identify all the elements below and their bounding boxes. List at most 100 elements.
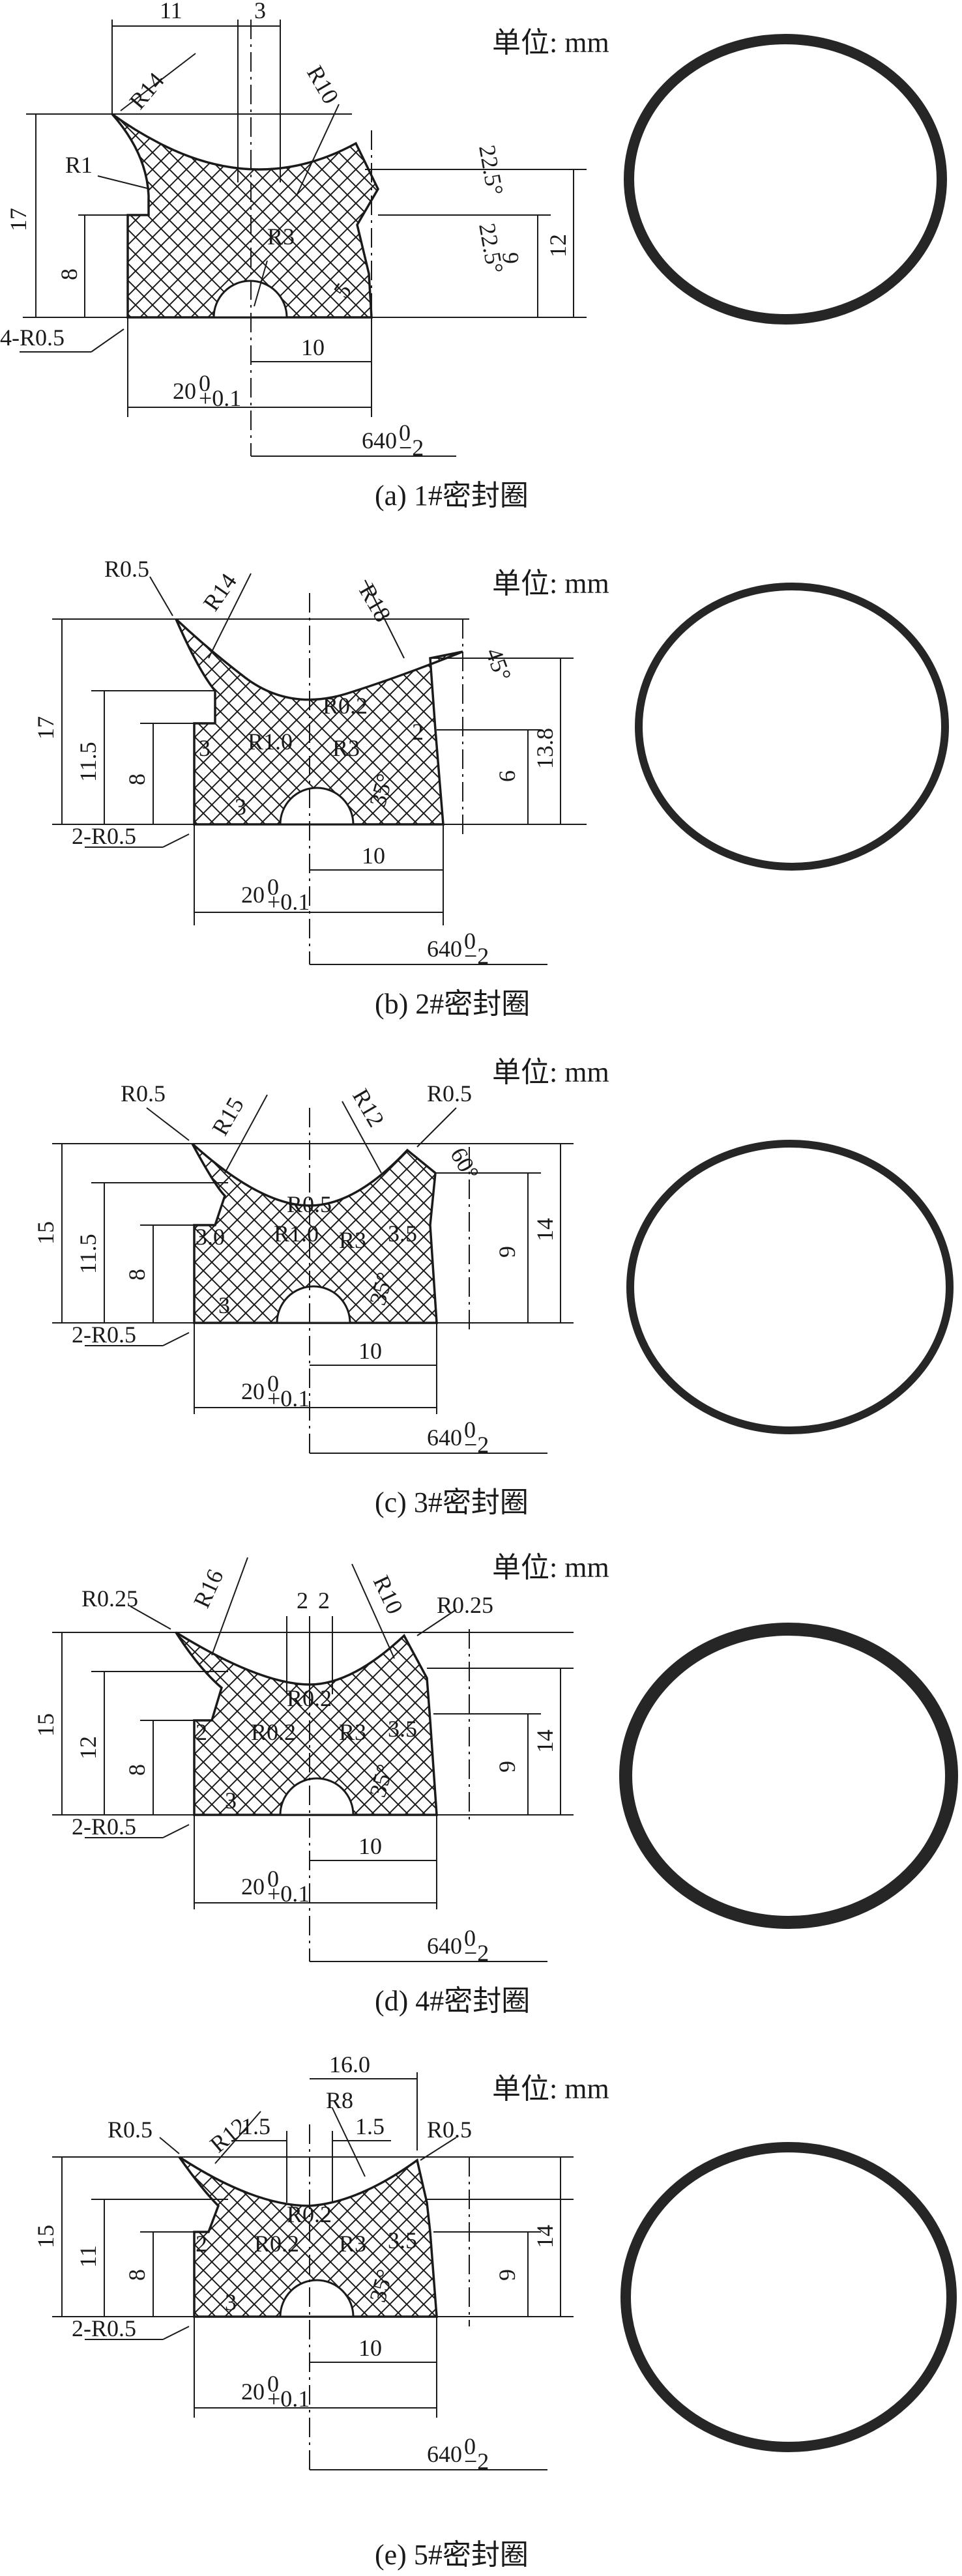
dim-h-8: 8 (124, 1269, 150, 1281)
panel-c: 单位: mm R0.5 R15 R12 R0.5 R0.5 R1.0 R3 3.… (33, 1056, 954, 1518)
dim-r3: R3 (339, 2231, 366, 2257)
dim-r05-left: R0.5 (108, 2117, 153, 2143)
dim-fillet: 4-R0.5 (0, 325, 65, 351)
svg-text:−2: −2 (464, 1432, 489, 1458)
ring-photo (624, 34, 947, 325)
dim-r12: R12 (347, 1084, 390, 1131)
dim-r02-inner: R0.2 (251, 1719, 296, 1745)
unit-label: 单位: mm (492, 1056, 609, 1088)
dim-foot: 3 (225, 2289, 237, 2315)
unit-label: 单位: mm (492, 2073, 609, 2105)
dim-top-2a: 2 (297, 1587, 308, 1614)
dim-foot: 3 (218, 1292, 230, 1318)
ring-photo (635, 583, 949, 871)
dim-h-11-5: 11.5 (75, 1234, 101, 1274)
svg-text:−2: −2 (464, 943, 489, 969)
dim-r10: R1.0 (248, 729, 293, 755)
dim-step-3: 3.0 (196, 1224, 225, 1250)
center-semicircle (279, 787, 355, 826)
dim-dia: 640 (427, 936, 462, 962)
svg-text:+0.1: +0.1 (267, 2386, 310, 2412)
caption: (c) 3#密封圈 (375, 1486, 529, 1518)
dim-r025-right: R0.25 (437, 1592, 493, 1618)
dim-h-15: 15 (33, 1713, 59, 1737)
dim-width: 20 (241, 1378, 265, 1404)
dim-step-3: 3 (199, 735, 211, 761)
dim-top-16: 16.0 (329, 2051, 370, 2077)
svg-text:+0.1: +0.1 (267, 889, 310, 915)
dim-h-11-5: 11.5 (75, 742, 101, 782)
dim-angle: 60° (445, 1143, 484, 1185)
dim-h-8: 8 (124, 774, 150, 785)
dim-fillet: 2-R0.5 (72, 1814, 136, 1840)
dim-r3: R3 (339, 1227, 366, 1253)
svg-text:0: 0 (464, 2433, 476, 2459)
dim-top-1-5a: 1.5 (241, 2113, 270, 2139)
center-semicircle (279, 2279, 355, 2318)
dim-dia: 640 (427, 1425, 462, 1451)
svg-text:+0.1: +0.1 (267, 1385, 310, 1411)
unit-label: 单位: mm (492, 568, 609, 600)
seal-cross-section (178, 2156, 438, 2318)
svg-text:0: 0 (267, 1866, 279, 1892)
dim-h-8: 8 (124, 2269, 150, 2281)
svg-text:0: 0 (267, 1370, 279, 1397)
dim-r3: R3 (332, 735, 360, 761)
caption: (a) 1#密封圈 (375, 480, 529, 512)
seal-cross-section (175, 618, 463, 826)
dim-r05-mid: R0.5 (287, 1191, 332, 1217)
ring-photo (626, 1140, 954, 1434)
dim-half-w: 10 (358, 1338, 382, 1364)
dim-r10: R10 (368, 1571, 409, 1617)
center-semicircle (276, 1285, 351, 1324)
dim-half-w: 10 (301, 334, 325, 360)
dim-r8: R8 (326, 2087, 353, 2113)
svg-text:0: 0 (464, 1417, 476, 1443)
dim-r05-left: R0.5 (121, 1080, 166, 1107)
dim-fillet: 2-R0.5 (72, 823, 136, 849)
dim-h-14: 14 (532, 1729, 558, 1753)
dim-width: 20 (241, 2379, 265, 2405)
svg-text:−2: −2 (399, 435, 424, 461)
svg-text:0: 0 (464, 1925, 476, 1951)
panel-e: 单位: mm 16.0 R0.5 R12 R8 (33, 2051, 957, 2571)
dim-r10: R10 (302, 61, 344, 108)
seal-cross-section (111, 113, 379, 319)
ring-photo (619, 1623, 958, 1929)
dim-r3: R3 (267, 224, 295, 250)
caption: (b) 2#密封圈 (375, 988, 530, 1020)
svg-text:0: 0 (399, 420, 411, 446)
dim-h-9: 9 (494, 2269, 520, 2281)
dim-h-8: 8 (56, 268, 82, 280)
dim-half-w: 10 (362, 843, 385, 869)
dim-step-2: 2 (412, 719, 424, 745)
svg-text:0: 0 (267, 874, 279, 900)
dim-h-9: 9 (494, 1761, 520, 1773)
dim-width: 20 (241, 1874, 265, 1900)
dim-step-3-5: 3.5 (388, 1716, 417, 1742)
dim-top-3: 3 (254, 0, 266, 23)
dim-h-8: 8 (124, 1764, 150, 1776)
seal-cross-section (191, 1142, 438, 1324)
dim-half-w: 10 (358, 1833, 382, 1859)
dim-r02-mid: R0.2 (287, 1685, 332, 1711)
dim-h-6: 6 (497, 252, 523, 264)
dim-r1: R1 (65, 152, 93, 178)
dim-step-3-5: 3.5 (388, 2227, 417, 2253)
dim-h-15: 15 (33, 1221, 59, 1245)
dim-r025-left: R0.25 (81, 1585, 138, 1612)
dim-angle: 45° (480, 644, 516, 684)
svg-text:0: 0 (464, 928, 476, 954)
unit-label: 单位: mm (492, 27, 609, 59)
dim-fillet: 2-R0.5 (72, 2315, 136, 2341)
dim-fillet: 2-R0.5 (72, 1322, 136, 1348)
dim-dia: 640 (362, 427, 397, 454)
dim-h-12: 12 (545, 234, 571, 257)
dim-width: 20 (241, 882, 265, 908)
panel-d: 单位: mm R0.25 R16 2 2 R10 R0.25 (33, 1552, 958, 2017)
dim-h-12: 12 (75, 1736, 101, 1759)
dim-angle-2: 22.5° (474, 221, 508, 275)
dim-top-1-5b: 1.5 (355, 2113, 385, 2139)
dim-r10: R1.0 (274, 1221, 319, 1247)
